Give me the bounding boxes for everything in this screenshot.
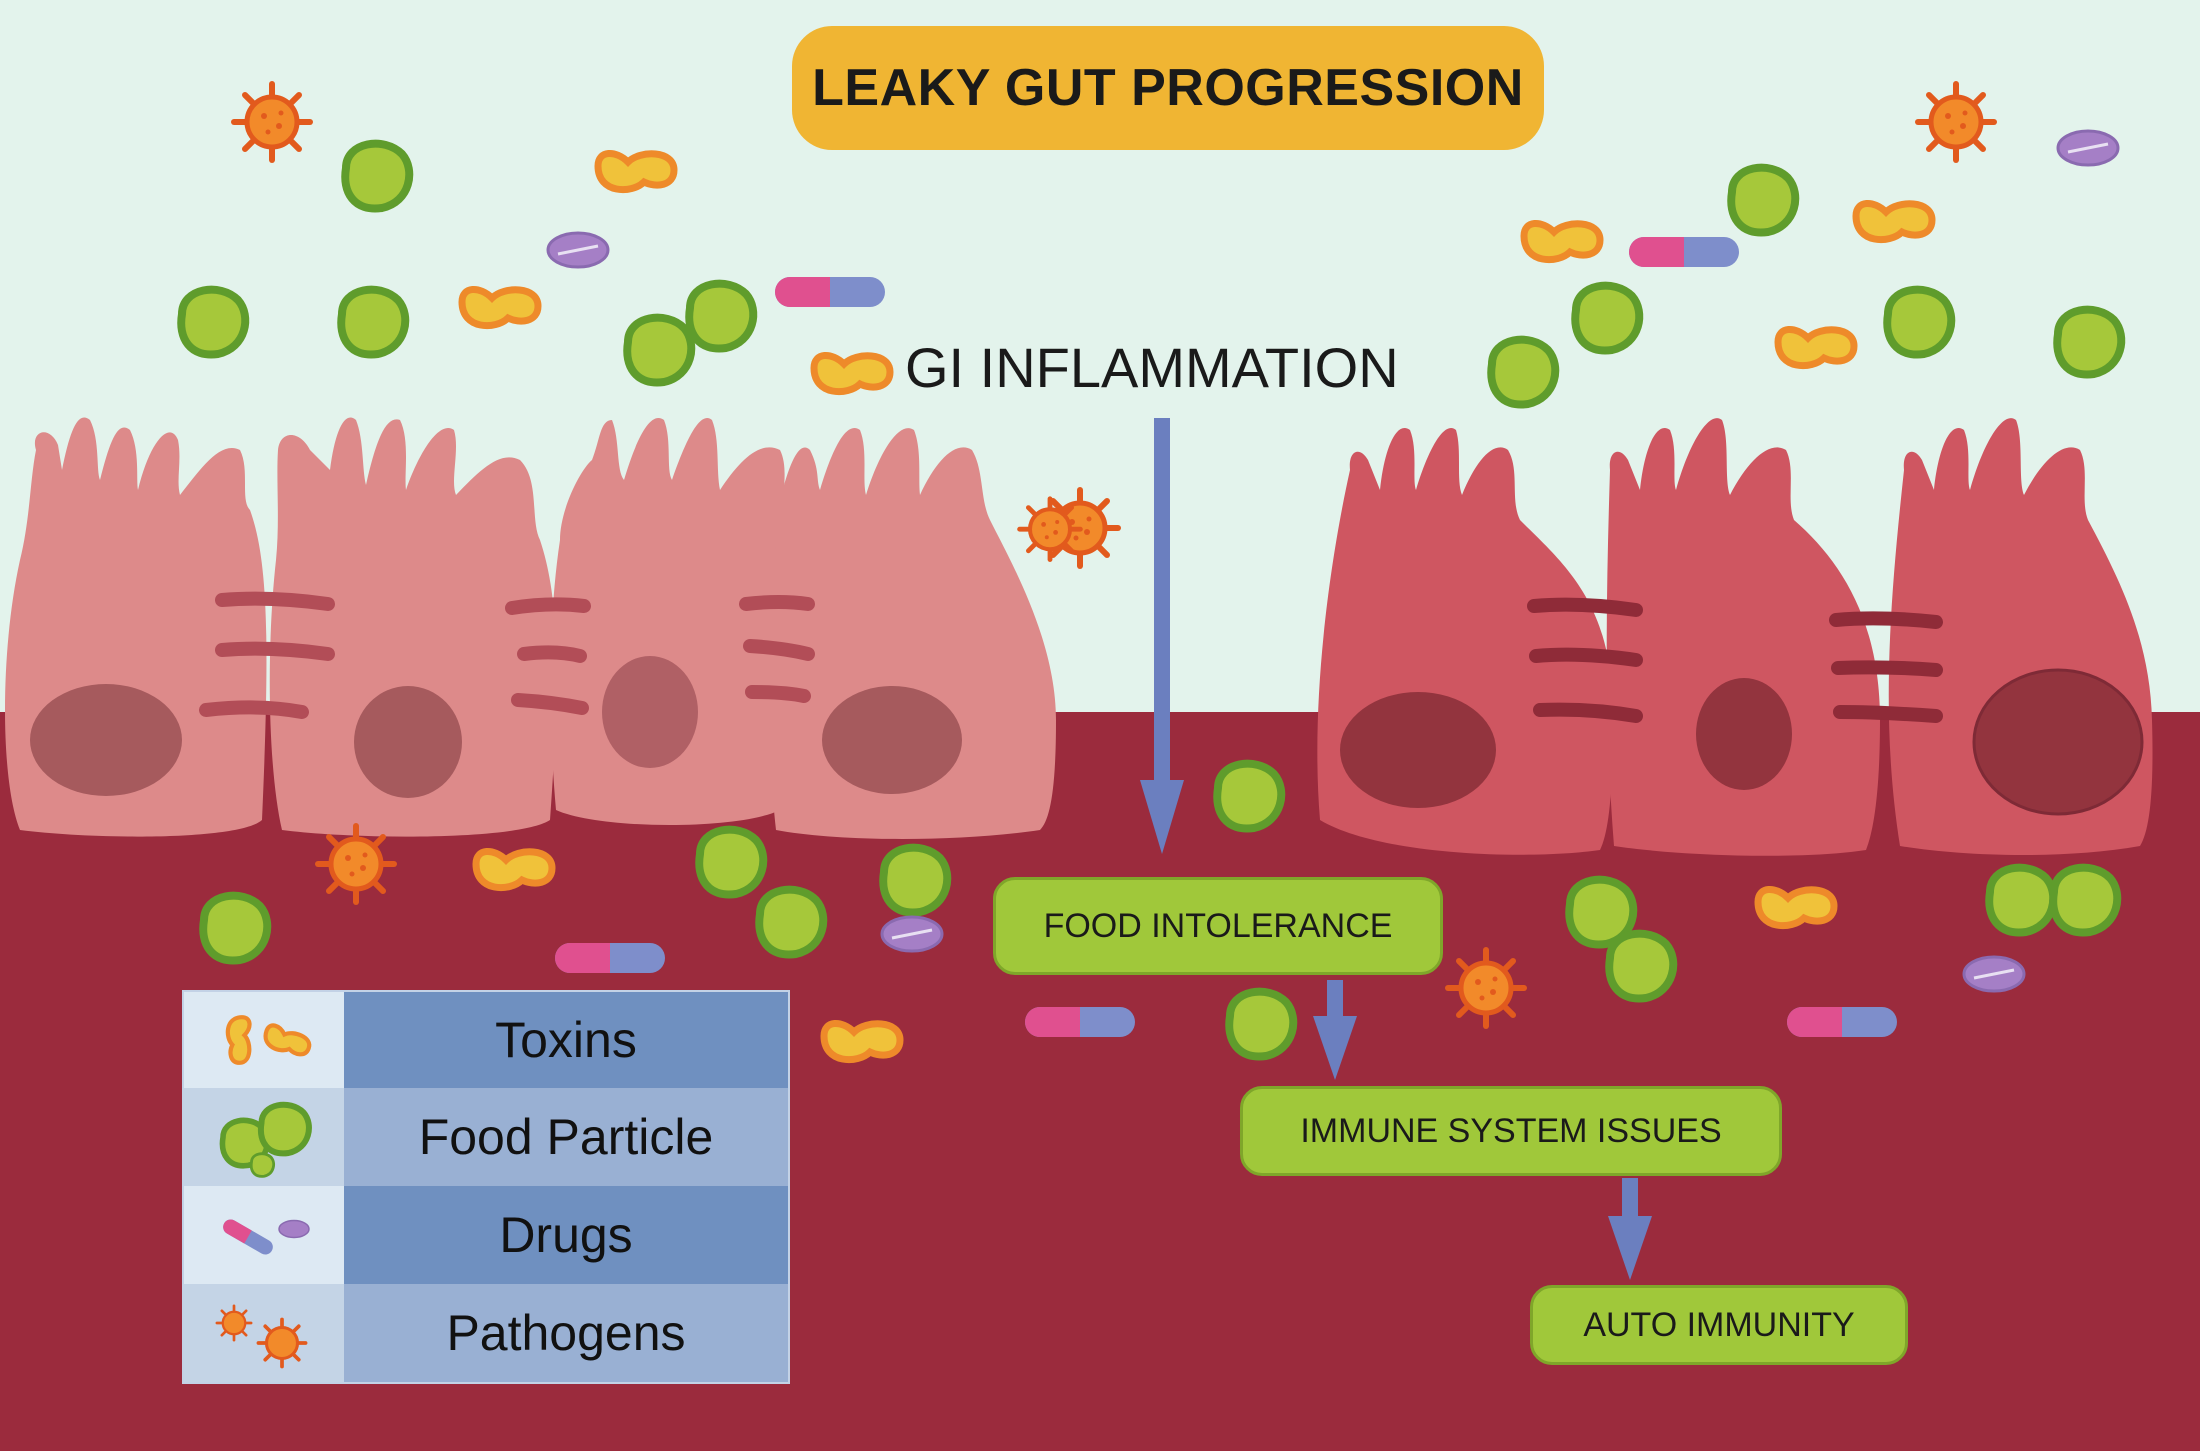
toxin-icon (1524, 223, 1600, 259)
legend-label-toxins: Toxins (344, 992, 788, 1088)
food-intolerance-label: FOOD INTOLERANCE (1043, 906, 1393, 945)
drug-icon (546, 231, 610, 269)
immune-system-issues-box: IMMUNE SYSTEM ISSUES (1240, 1086, 1782, 1176)
drug-icon (555, 943, 665, 973)
legend-label-pathogens: Pathogens (344, 1284, 788, 1382)
arrow-head-1 (1313, 1016, 1357, 1080)
food-particle-icon (1491, 340, 1555, 405)
legend-label-drugs: Drugs (344, 1186, 788, 1284)
cell-2 (269, 417, 557, 837)
toxin-icon (462, 289, 538, 325)
toxin-icon (225, 1015, 312, 1065)
food-particle-icon (883, 848, 947, 913)
immune-system-issues-label: IMMUNE SYSTEM ISSUES (1300, 1111, 1722, 1150)
arrow-shaft-1 (1327, 980, 1343, 1024)
food-particle-icon (699, 830, 763, 895)
toxin-icon (1778, 329, 1854, 365)
legend-icon-cell (184, 1186, 344, 1284)
legend-icon-cell (184, 1088, 344, 1186)
legend-icon-cell (184, 992, 344, 1088)
gi-arrow-shaft (1154, 418, 1170, 792)
toxin-icon (1856, 203, 1932, 239)
page-title: LEAKY GUT PROGRESSION (812, 59, 1524, 117)
drug-icon (223, 1219, 310, 1255)
flow-arrows (1140, 418, 1652, 1280)
food-particle-icon (2053, 868, 2117, 933)
drug-icon (1025, 1007, 1135, 1037)
arrow-shaft-2 (1622, 1178, 1638, 1224)
gi-arrow-head (1140, 780, 1184, 854)
drug-icon (775, 277, 885, 307)
food-particle-icon (203, 896, 267, 961)
cell-3 (550, 418, 789, 825)
legend-row-food-particle: Food Particle (184, 1088, 788, 1186)
toxin-icon (1758, 889, 1834, 925)
food-particle-icon (2057, 310, 2121, 375)
food-particle-icon (1887, 290, 1951, 355)
title-banner: LEAKY GUT PROGRESSION (792, 26, 1544, 150)
legend-label-food-particle: Food Particle (344, 1088, 788, 1186)
cell-6 (1606, 418, 1880, 856)
pathogen-icon (1448, 950, 1524, 1026)
food-particle-icon (1575, 286, 1639, 351)
food-particle-icon (181, 290, 245, 355)
food-particle-icon (759, 890, 823, 955)
pathogen-icon (1020, 499, 1081, 560)
toxin-icon (476, 851, 552, 887)
food-particle-icon (1609, 934, 1673, 999)
legend-row-drugs: Drugs (184, 1186, 788, 1284)
food-particle-icon (1731, 168, 1795, 233)
food-particle-icon (1989, 868, 2053, 933)
food-intolerance-box: FOOD INTOLERANCE (993, 877, 1443, 975)
pathogen-icon (318, 826, 394, 902)
toxin-icon (824, 1023, 900, 1059)
drug-icon (1629, 237, 1739, 267)
auto-immunity-box: AUTO IMMUNITY (1530, 1285, 1908, 1365)
legend-icon-cell (184, 1284, 344, 1382)
food-particle-icon (219, 1101, 312, 1178)
food-particle-icon (1217, 764, 1281, 829)
pathogen-icon (1918, 84, 1994, 160)
drug-icon (1787, 1007, 1897, 1037)
toxin-icon (598, 153, 674, 189)
legend-row-pathogens: Pathogens (184, 1284, 788, 1382)
nuclei (30, 656, 2144, 816)
drug-icon (880, 915, 944, 953)
drug-icon (1962, 955, 2026, 993)
legend-row-toxins: Toxins (184, 992, 788, 1088)
legend: Toxins Food Particle Drugs (182, 990, 790, 1384)
pathogen-icon (215, 1304, 308, 1369)
food-particle-icon (1229, 992, 1293, 1057)
auto-immunity-label: AUTO IMMUNITY (1583, 1305, 1855, 1344)
tight-junctions (199, 591, 1943, 723)
toxin-icon (814, 355, 890, 391)
food-particle-icon (341, 290, 405, 355)
food-particle-icon (345, 144, 409, 209)
arrow-head-2 (1608, 1216, 1652, 1280)
food-particle-icon (627, 318, 691, 383)
pathogen-icon (234, 84, 310, 160)
drug-icon (2056, 129, 2120, 167)
food-particle-icon (689, 284, 753, 349)
gi-inflammation-label: GI INFLAMMATION (905, 336, 1399, 399)
